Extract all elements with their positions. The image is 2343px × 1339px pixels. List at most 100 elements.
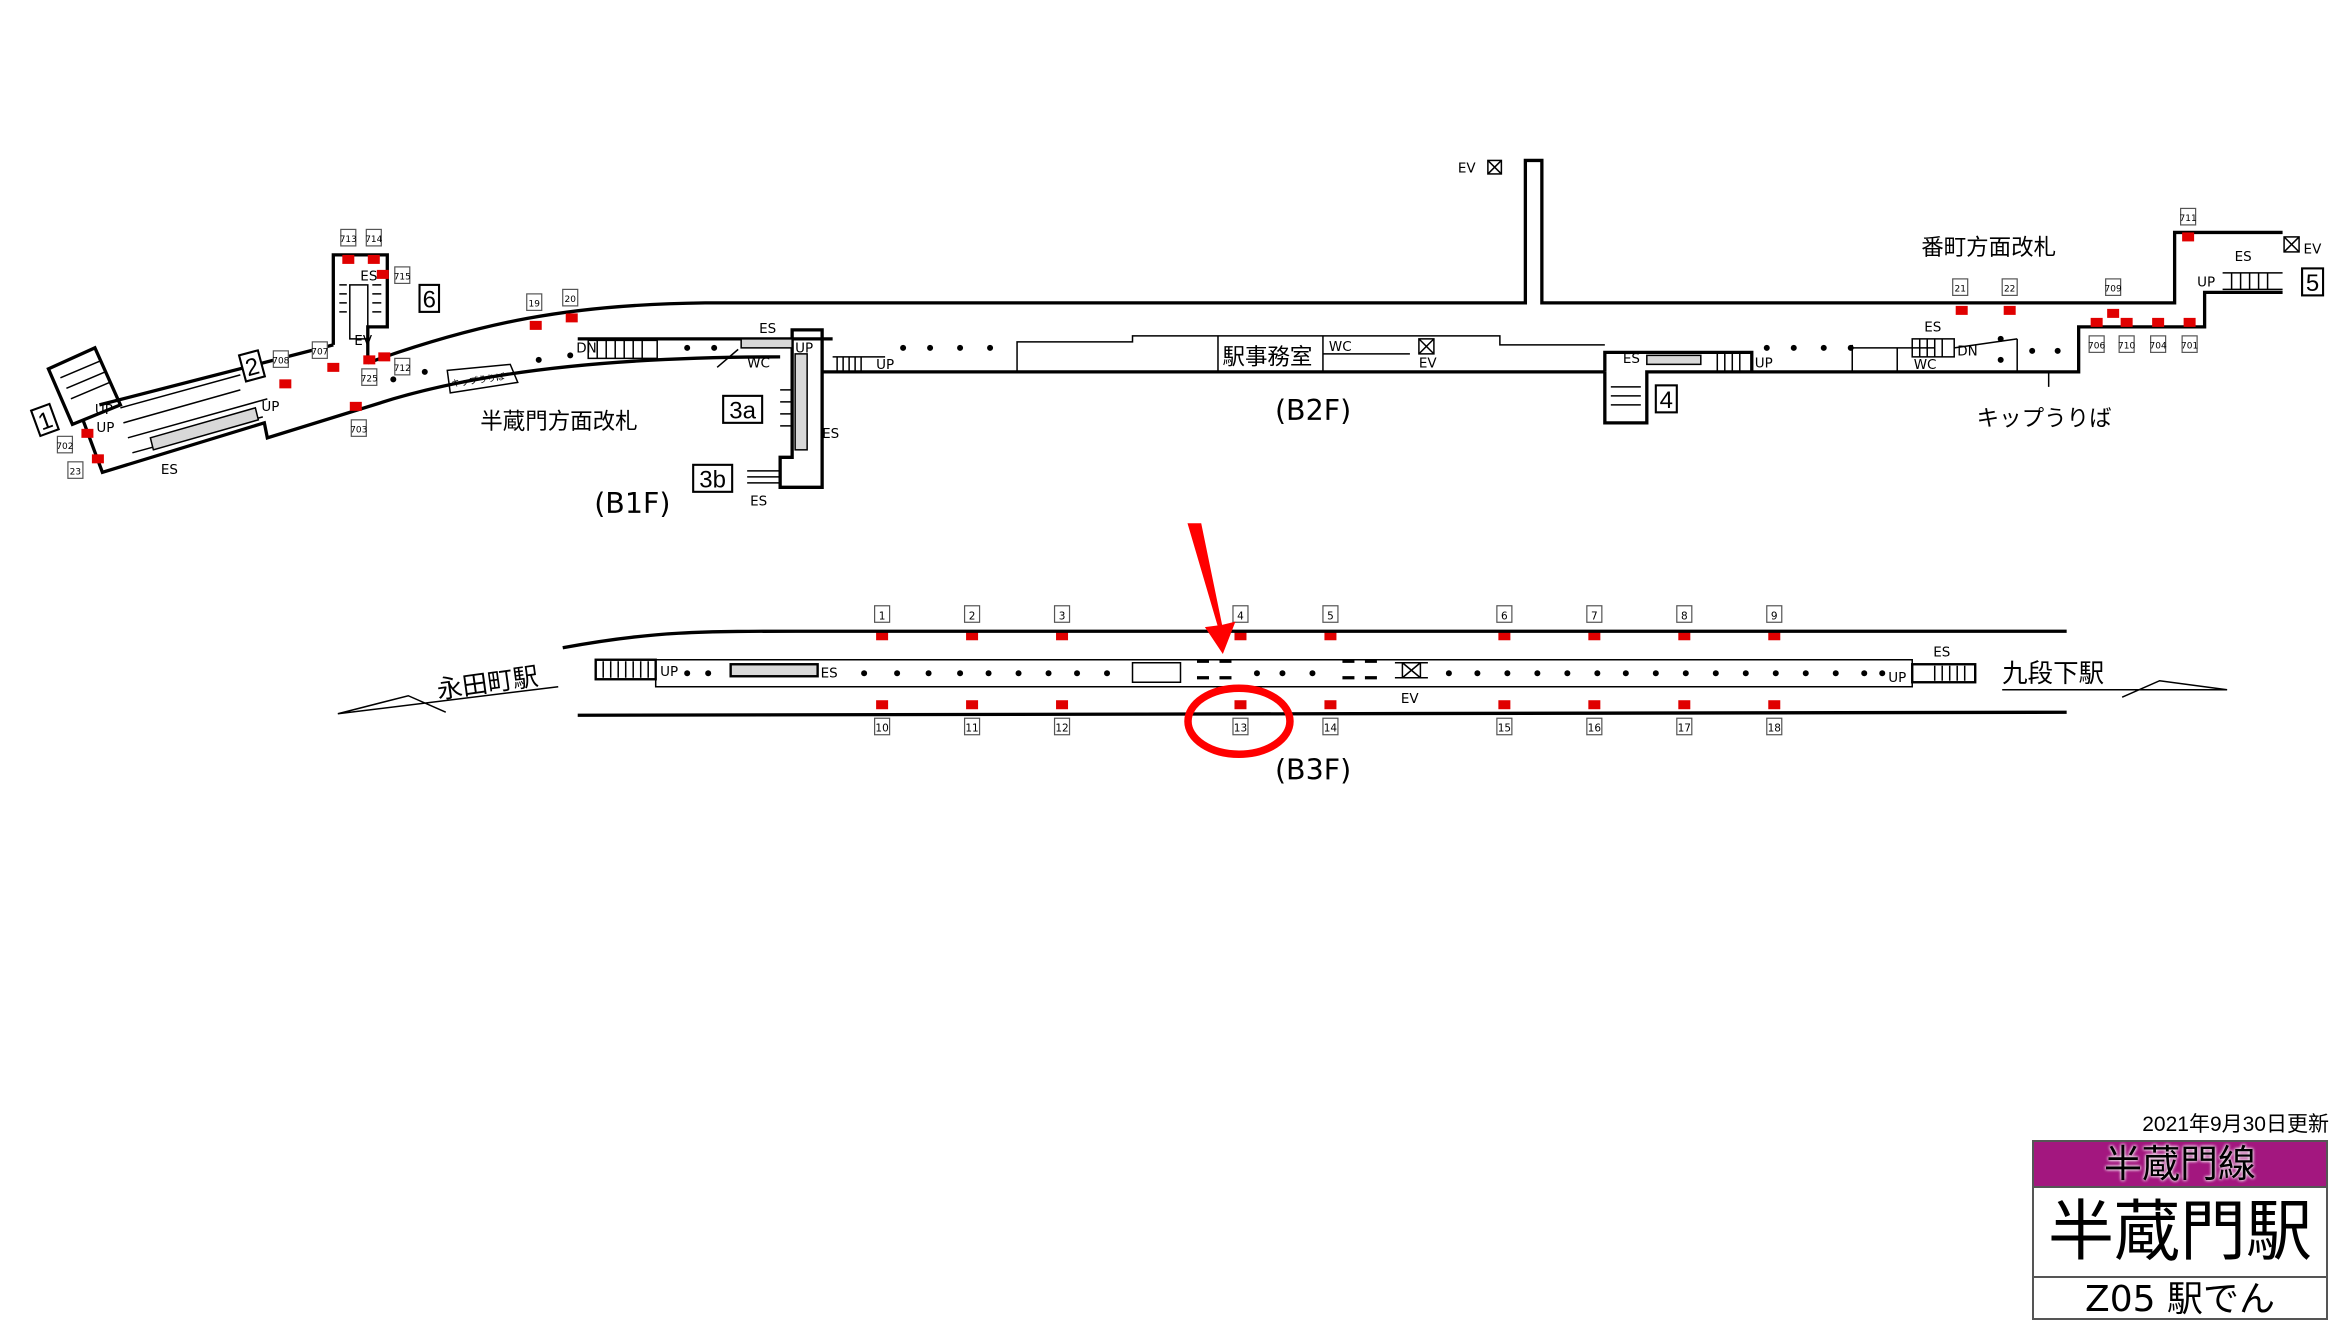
column-dot — [1997, 335, 2004, 342]
exit-number: 3a — [729, 397, 756, 424]
exit-badge: 4 — [1654, 384, 1678, 414]
car-stop-marker — [876, 631, 889, 641]
car-number-top: 6 — [1501, 610, 1508, 622]
car-number-top: 9 — [1771, 610, 1778, 622]
car-number-bottom: 13 — [1234, 723, 1247, 735]
facility-mark-wc: WC — [1914, 357, 1937, 373]
car-number-box — [963, 605, 981, 623]
car-stop-marker — [349, 401, 362, 411]
car-stop-marker — [1768, 700, 1781, 710]
car-number-bottom: 17 — [1678, 723, 1691, 735]
column-dot — [861, 670, 868, 677]
car-stop-marker — [1056, 700, 1069, 710]
column-dot — [1712, 670, 1719, 677]
car-stop-marker — [1768, 631, 1781, 641]
column-dot — [684, 670, 691, 677]
column-dot — [1622, 670, 1629, 677]
car-number-box — [1496, 605, 1513, 623]
car-stop-label: 707 — [311, 348, 328, 358]
station-legend: 半蔵門線 半蔵門駅 Z05 駅でん — [2032, 1140, 2328, 1320]
car-stop-marker — [1498, 631, 1511, 641]
car-stop-label-box — [56, 435, 74, 454]
column-dot — [684, 344, 691, 351]
b2f-structure — [822, 159, 2300, 425]
station-name: 半蔵門駅 — [2034, 1188, 2326, 1278]
column-dot — [2054, 347, 2061, 354]
ticket-small-label: キップうりば — [451, 371, 506, 389]
car-number-box — [1766, 717, 1783, 736]
facility-mark-up: UP — [795, 340, 813, 356]
car-number-top: 2 — [969, 610, 976, 622]
car-stop-marker — [2107, 308, 2120, 318]
car-number-box — [1053, 717, 1071, 736]
car-stop-label-box — [2088, 335, 2105, 353]
kudanshita-label: 九段下駅 — [2002, 659, 2104, 689]
car-stop-marker — [966, 700, 979, 710]
column-dot — [1682, 670, 1689, 677]
car-stop-label: 710 — [2118, 342, 2135, 352]
b1f-structure — [46, 158, 2283, 489]
exit-badge: 3a — [722, 394, 764, 424]
facility-mark-dn: DN — [576, 340, 596, 356]
facility-mark-up: UP — [1888, 670, 1906, 686]
exit-badge: 2 — [237, 349, 267, 383]
nagatacho-label: 永田町駅 — [435, 662, 540, 706]
column-dot — [567, 352, 574, 359]
exit-number: 2 — [242, 353, 262, 383]
facility-mark-es: ES — [822, 426, 839, 442]
car-stop-label-box — [272, 350, 289, 368]
facility-mark-es: ES — [2235, 249, 2252, 265]
column-dot — [894, 670, 901, 677]
facility-mark-ev: EV — [1401, 691, 1420, 707]
column-dot — [711, 344, 718, 351]
facility-mark-up: UP — [95, 402, 113, 418]
car-stop-marker — [1955, 305, 1968, 315]
car-stop-marker — [363, 355, 376, 365]
car-stop-label: 703 — [350, 426, 367, 436]
column-dot — [987, 344, 994, 351]
car-number-box — [1322, 605, 1339, 623]
b2f-gate-label: 番町方面改札 — [1921, 235, 2056, 261]
exit-number: 5 — [2306, 270, 2319, 297]
station-office-label: 駅事務室 — [1222, 344, 1312, 370]
column-dot — [927, 344, 934, 351]
car-stop-marker — [1234, 700, 1247, 710]
car-stop-label-box — [2118, 335, 2135, 353]
updated-date: 2021年9月30日更新 — [2142, 1113, 2329, 1136]
car-number-bottom: 10 — [875, 723, 888, 735]
column-dot — [1309, 670, 1316, 677]
car-stop-marker — [327, 362, 340, 372]
facility-mark-wc: WC — [1329, 339, 1352, 355]
car-number-top: 8 — [1681, 610, 1688, 622]
car-number-bottom: 11 — [965, 723, 978, 735]
car-stop-label: 709 — [2105, 285, 2122, 295]
car-number-box — [1586, 717, 1603, 736]
car-number-top: 3 — [1059, 610, 1066, 622]
car-stop-marker — [81, 428, 94, 438]
car-number-bottom: 18 — [1768, 723, 1781, 735]
column-dot — [2029, 347, 2036, 354]
column-dot — [1997, 356, 2004, 363]
facility-mark-up: UP — [1755, 355, 1773, 371]
car-number-top: 1 — [879, 610, 886, 622]
column-dot — [1879, 670, 1886, 677]
car-stop-label: 19 — [529, 300, 541, 310]
column-dot — [1534, 670, 1541, 677]
station-code: Z05 駅でん — [2085, 1279, 2275, 1320]
car-stop-marker — [966, 631, 979, 641]
b1f-gate-label: 半蔵門方面改札 — [480, 409, 637, 435]
column-dots — [390, 335, 2061, 677]
car-stop-marker — [1324, 700, 1337, 710]
highlight-circle — [1184, 684, 1294, 758]
car-stop-label-box — [350, 419, 367, 437]
car-number-top: 7 — [1591, 610, 1598, 622]
column-dot — [1015, 670, 1022, 677]
facility-mark-up: UP — [96, 420, 114, 436]
car-stop-marker — [2183, 317, 2196, 327]
car-stop-label-box — [394, 357, 411, 376]
facility-mark-es: ES — [161, 462, 178, 478]
car-stop-marker — [2182, 232, 2195, 242]
facility-mark-es: ES — [1924, 319, 1941, 335]
